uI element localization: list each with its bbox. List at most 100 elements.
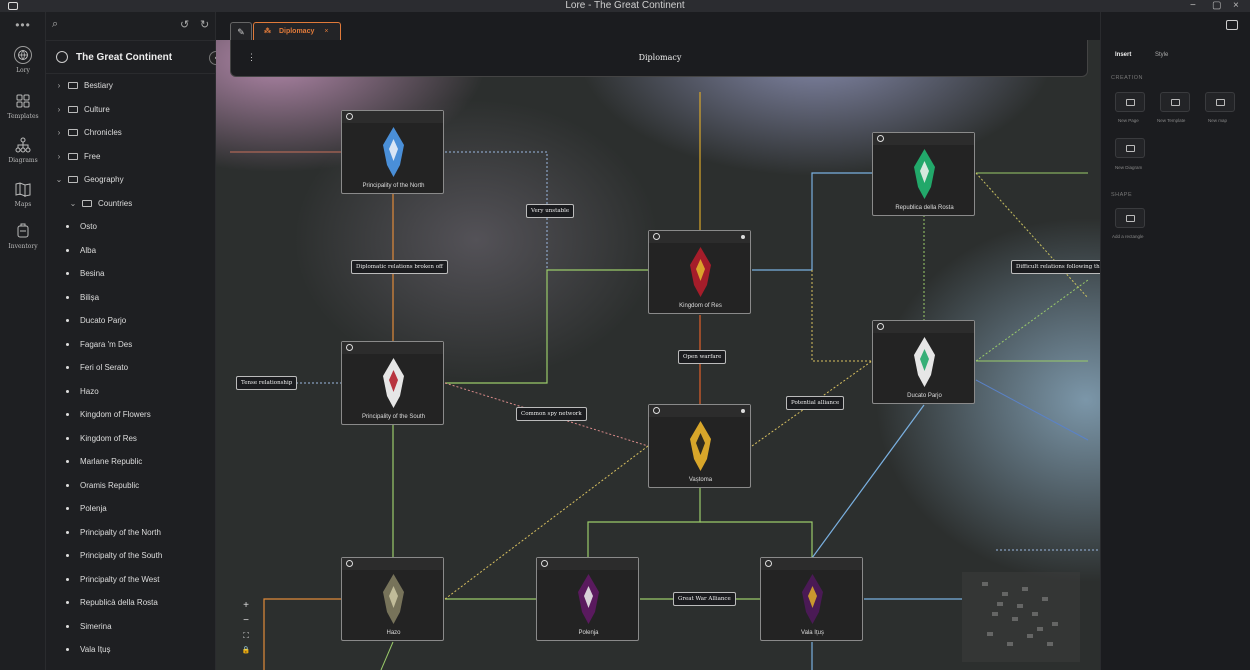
link-icon[interactable] xyxy=(877,323,884,330)
minimap[interactable] xyxy=(962,572,1080,662)
minimize-button[interactable]: − xyxy=(1190,0,1196,11)
node-polenja[interactable]: Polenja xyxy=(536,557,639,641)
tree-page[interactable]: Polenja xyxy=(46,497,215,521)
edge-label-very-unstable[interactable]: Very unstable xyxy=(526,204,575,218)
status-dot-icon xyxy=(741,235,745,239)
tree-folder-countries[interactable]: ⌄Countries xyxy=(46,192,215,216)
chevron-right-icon[interactable]: › xyxy=(57,81,61,90)
edge-label-broken-off[interactable]: Diplomatic relations broken off xyxy=(351,260,448,274)
chevron-right-icon[interactable]: › xyxy=(57,128,61,137)
tree-page[interactable]: Marlane Republic xyxy=(46,450,215,474)
pin-tab-icon[interactable]: ✎ xyxy=(230,22,252,40)
node-south[interactable]: Principality of the South xyxy=(341,341,444,425)
tree-label: Culture xyxy=(84,104,110,114)
fit-view-button[interactable]: ⛶ xyxy=(243,631,249,640)
link-icon[interactable] xyxy=(346,113,353,120)
new-diagram-button[interactable] xyxy=(1115,138,1145,158)
bullet-icon xyxy=(66,530,69,534)
bullet-icon xyxy=(66,248,69,252)
redo-icon[interactable]: ↻ xyxy=(200,19,210,31)
edge-label-open-warfare[interactable]: Open warfare xyxy=(678,350,727,364)
tree-page[interactable]: Principalty of the North xyxy=(46,521,215,545)
node-label: Principality of the North xyxy=(362,183,425,189)
link-icon[interactable] xyxy=(765,560,772,567)
close-window-button[interactable]: × xyxy=(1233,0,1239,11)
node-rosta[interactable]: Republica della Rosta xyxy=(872,132,975,216)
rail-item-diagrams[interactable]: Diagrams xyxy=(0,136,46,164)
node-hazo[interactable]: Hazo xyxy=(341,557,444,641)
link-icon[interactable] xyxy=(541,560,548,567)
tree-folder-chronicles[interactable]: ›Chronicles xyxy=(46,121,215,145)
tree-page[interactable]: Oramis Republic xyxy=(46,474,215,498)
close-tab-icon[interactable]: × xyxy=(324,28,329,35)
search-icon[interactable]: ⌕ xyxy=(52,18,59,30)
link-icon[interactable] xyxy=(346,344,353,351)
link-icon[interactable] xyxy=(653,407,660,414)
tree-folder-culture[interactable]: › Culture xyxy=(46,98,215,122)
node-parjo[interactable]: Ducato Parjo xyxy=(872,320,975,404)
more-menu-icon[interactable]: ••• xyxy=(15,18,31,32)
new-page-button[interactable] xyxy=(1115,92,1145,112)
new-map-button[interactable] xyxy=(1205,92,1235,112)
maximize-button[interactable]: ▢ xyxy=(1212,0,1222,11)
tree-folder-free[interactable]: ›Free xyxy=(46,145,215,169)
edge-label-tense[interactable]: Tense relationship xyxy=(236,376,298,390)
chevron-right-icon[interactable]: › xyxy=(57,104,61,114)
tree-page[interactable]: Kingdom of Res xyxy=(46,427,215,451)
zoom-in-button[interactable]: + xyxy=(243,600,249,611)
new-template-caption: New Template xyxy=(1157,118,1186,123)
rail-item-templates[interactable]: Templates xyxy=(0,92,46,120)
tree-page[interactable]: Feri ol Serato xyxy=(46,356,215,380)
tree-folder-bestiary[interactable]: ›Bestiary xyxy=(46,74,215,98)
link-icon[interactable] xyxy=(653,233,660,240)
tree-page[interactable]: Kingdom of Flowers xyxy=(46,403,215,427)
new-template-button[interactable] xyxy=(1160,92,1190,112)
edge-label-potential-alliance[interactable]: Potential alliance xyxy=(786,396,845,410)
edge-rosta-difficult-dashed xyxy=(975,172,1089,299)
chevron-down-icon[interactable]: ⌄ xyxy=(55,175,63,184)
tree-page[interactable]: Bilișa xyxy=(46,286,215,310)
undo-icon[interactable]: ↺ xyxy=(180,19,190,31)
tree-page[interactable]: Besina xyxy=(46,262,215,286)
node-north[interactable]: Principality of the North xyxy=(341,110,444,194)
tree-folder-geography[interactable]: ⌄Geography xyxy=(46,168,215,192)
tree-page[interactable]: Alba xyxy=(46,239,215,263)
edge-label-great-war[interactable]: Great War Alliance xyxy=(673,592,736,606)
tree-page[interactable]: Principalty of the South xyxy=(46,544,215,568)
tab-style[interactable]: Style xyxy=(1155,52,1169,58)
node-res[interactable]: Kingdom of Res xyxy=(648,230,751,314)
tree-page[interactable]: Osto xyxy=(46,215,215,239)
tree-label: Hazo xyxy=(80,386,99,396)
tree-page[interactable]: Republicà della Rosta xyxy=(46,591,215,615)
edge-parjo-diag xyxy=(975,379,1089,441)
tab-insert[interactable]: Insert xyxy=(1115,52,1132,58)
node-toolbar xyxy=(342,558,443,570)
tab-diplomacy[interactable]: ⁂ Diplomacy × xyxy=(253,22,341,40)
tree-page[interactable]: Hazo xyxy=(46,380,215,404)
tree-page[interactable]: Vala Ițuș xyxy=(46,638,215,662)
rail-item-maps[interactable]: Maps xyxy=(0,180,46,208)
bullet-icon xyxy=(66,436,69,440)
chevron-down-icon[interactable]: ⌄ xyxy=(69,198,77,208)
zoom-out-button[interactable]: − xyxy=(243,615,249,626)
link-icon[interactable] xyxy=(877,135,884,142)
edge-label-difficult[interactable]: Difficult relations following th xyxy=(1011,260,1100,274)
crest-icon xyxy=(802,574,823,624)
node-vala[interactable]: Vala Ițuș xyxy=(760,557,863,641)
rail-item-inventory[interactable]: Inventory xyxy=(0,222,46,250)
tree-page[interactable]: Simerina xyxy=(46,615,215,639)
lock-icon[interactable]: 🔒 xyxy=(241,647,251,654)
diagram-menu-icon[interactable]: ⋮ xyxy=(247,52,256,62)
tree-page[interactable]: Ducato Parjo xyxy=(46,309,215,333)
rail-item-lory[interactable]: Lory xyxy=(0,46,46,74)
edge-label-spy-network[interactable]: Common spy network xyxy=(516,407,587,421)
tree-page[interactable]: Principalty of the West xyxy=(46,568,215,592)
panel-toggle-icon[interactable] xyxy=(1226,20,1238,30)
tree-page[interactable]: Fagara 'm Des xyxy=(46,333,215,357)
add-rectangle-button[interactable] xyxy=(1115,208,1145,228)
tree-label: Principalty of the North xyxy=(80,527,161,537)
node-vastoma[interactable]: Vaștoma xyxy=(648,404,751,488)
chevron-right-icon[interactable]: › xyxy=(57,151,61,161)
link-icon[interactable] xyxy=(346,560,353,567)
